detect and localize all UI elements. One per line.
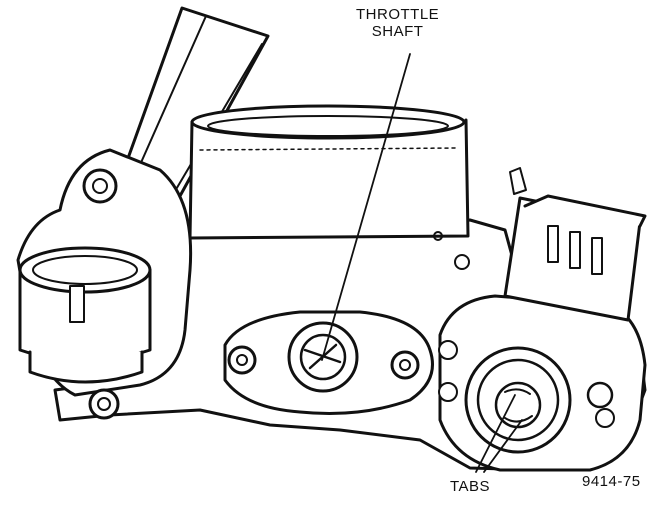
throttle-shaft-leader <box>321 53 411 361</box>
idle-air-control-motor <box>18 246 152 384</box>
air-inlet-neck <box>188 104 470 240</box>
throttle-shaft-boss <box>223 310 434 415</box>
leader-lines <box>321 53 523 473</box>
throttle-shaft-label: THROTTLE SHAFT <box>356 6 439 40</box>
tabs-label: TABS <box>450 478 491 495</box>
throttle-label-line-2: SHAFT <box>371 23 424 40</box>
sensor-connector <box>503 167 647 322</box>
throttle-position-sensor <box>438 294 647 472</box>
casting-bolt <box>433 231 443 241</box>
casting-bolt <box>454 254 470 270</box>
tabs-leader-1 <box>475 394 516 473</box>
throttle-label-line-1: THROTTLE <box>356 6 440 23</box>
sensor-tab <box>504 415 533 423</box>
sensor-tab <box>504 388 531 395</box>
tabs-leader-2 <box>483 419 523 473</box>
figure-number: 9414-75 <box>582 473 641 490</box>
